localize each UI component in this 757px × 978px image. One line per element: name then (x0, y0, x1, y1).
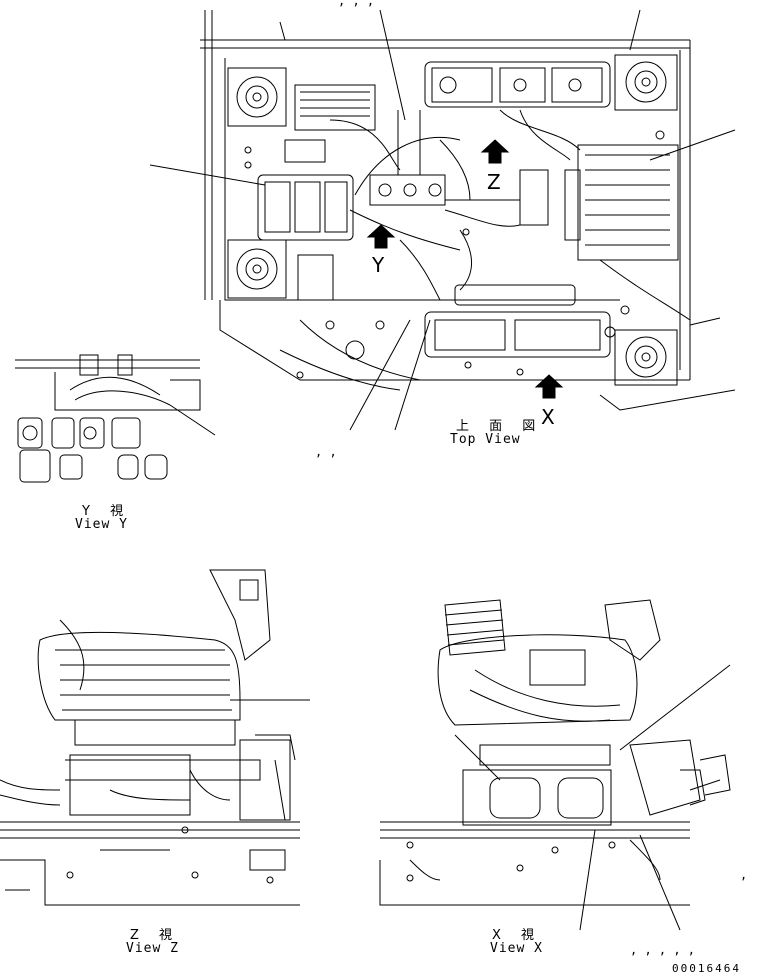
view-z-label-jp: Z 視 (130, 928, 181, 943)
marker-z: Z (487, 170, 501, 194)
document-id: 00016464 (672, 962, 741, 975)
top-view-label: Top View (450, 432, 521, 447)
view-y-label-jp: Y 視 (82, 504, 132, 519)
top-view-label-jp: 上 面 図 (456, 419, 544, 434)
marker-y: Y (372, 253, 385, 277)
view-y-drawing (15, 355, 215, 482)
view-z-label: View Z (126, 941, 179, 956)
separator-view-x-bottom: , , , , , (630, 943, 696, 957)
separator-top-view-bottom: , , (315, 445, 337, 459)
view-x-drawing (380, 600, 730, 930)
view-y-label: View Y (75, 517, 128, 532)
separator-right-edge: , (740, 868, 748, 882)
separator-top-row: , , , (338, 0, 375, 8)
view-z-drawing (0, 570, 310, 905)
top-view-drawing (150, 10, 735, 430)
direction-arrows (368, 140, 562, 398)
view-x-label-jp: X 視 (492, 928, 543, 943)
marker-x: X (541, 405, 555, 429)
view-x-label: View X (490, 941, 543, 956)
